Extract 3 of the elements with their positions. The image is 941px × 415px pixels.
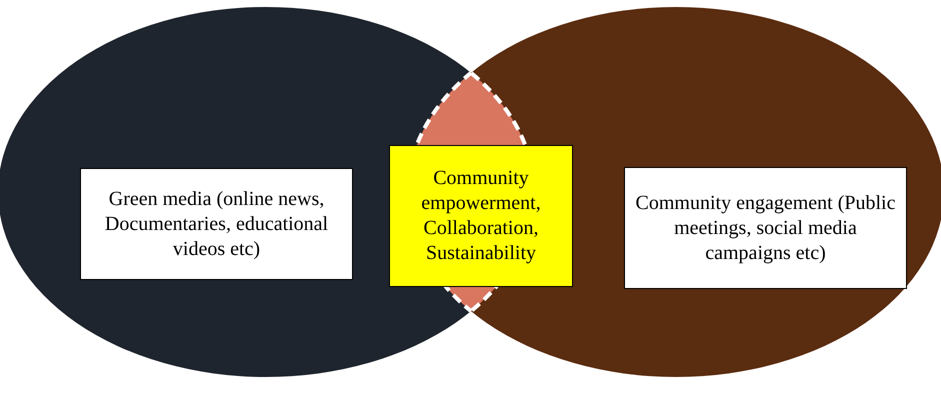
text-box: Community engagement (Public meetings, social media campaigns etc) [624, 167, 907, 289]
highlight-box: Community empowerment, Collaboration, Sustainability [389, 145, 573, 287]
text-box: Green media (online news, Documentaries, educational videos etc) [80, 168, 353, 280]
